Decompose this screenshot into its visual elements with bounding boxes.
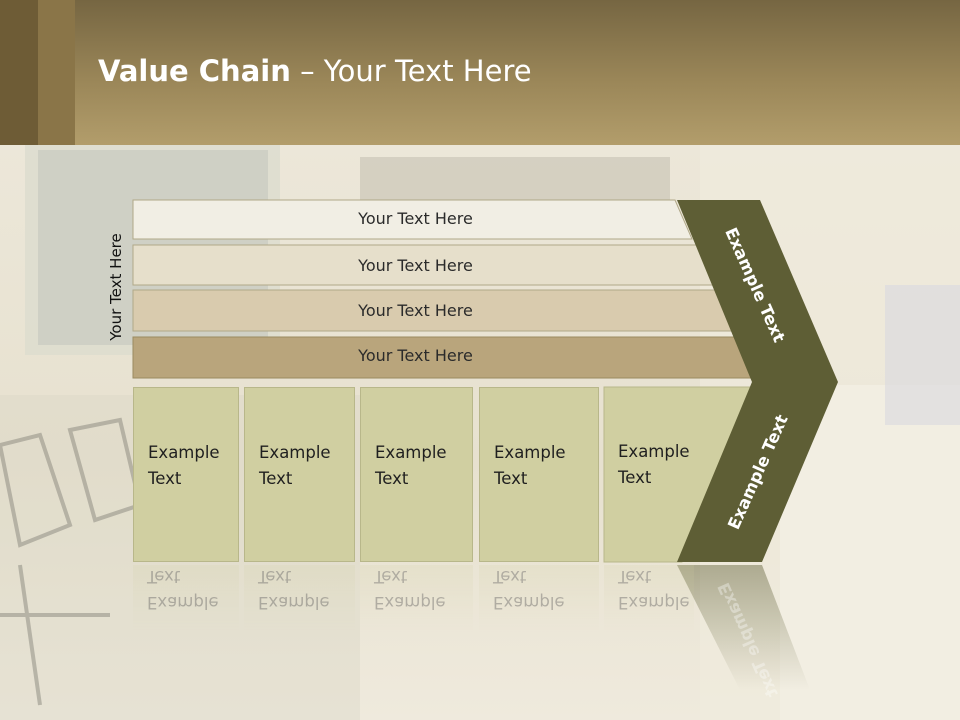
header-accent-light: [38, 0, 75, 145]
title-bar: Value Chain – Your Text Here: [0, 0, 960, 145]
row-label-1: Your Text Here: [358, 209, 473, 228]
title-bold: Value Chain: [98, 54, 291, 88]
slide-title: Value Chain – Your Text Here: [98, 54, 532, 88]
header-accent-dark: [0, 0, 38, 145]
title-rest: – Your Text Here: [290, 54, 532, 88]
chevron-shape: [677, 200, 838, 562]
row-label-3: Your Text Here: [358, 301, 473, 320]
chevron-reflection: [677, 565, 810, 690]
row-label-2: Your Text Here: [358, 256, 473, 275]
row-bar-1: [132, 199, 693, 240]
row-label-4: Your Text Here: [358, 346, 473, 365]
